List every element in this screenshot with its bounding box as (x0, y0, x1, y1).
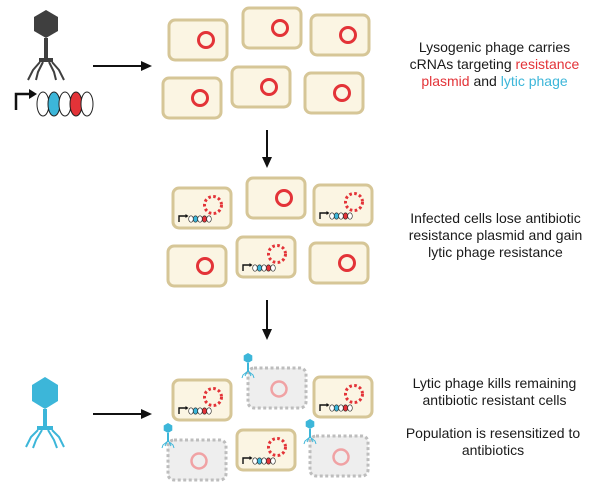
caption-step2: Infected cells lose antibiotic resistanc… (388, 210, 603, 261)
lytic-phage-label: lytic phage (500, 73, 568, 89)
cell-cluster-final (161, 352, 374, 482)
promoter-arrow-icon (14, 89, 37, 110)
caption-line: antibiotics (461, 442, 525, 458)
caption-step1: Lysogenic phage carries cRNAs targeting … (392, 39, 597, 90)
arrow-right-icon (93, 61, 152, 71)
caption-line: Lytic phage kills remaining (412, 375, 577, 391)
dead-cell-icon (308, 434, 370, 478)
bacterial-cell-icon (241, 6, 303, 50)
caption-line: cRNAs targeting resistance (409, 56, 580, 72)
caption-line: Lysogenic phage carries (418, 39, 571, 55)
bacterial-cell-icon (309, 13, 371, 57)
resistance-label: resistance (515, 56, 580, 72)
lysogenic-phage-icon (27, 10, 65, 81)
bacterial-cell-icon (303, 71, 365, 115)
bacterial-cell-icon (167, 18, 229, 62)
cell-cluster-initial (161, 6, 371, 120)
caption-line: resistance plasmid and gain (408, 227, 583, 243)
arrow-down-icon (262, 300, 272, 340)
bacterial-cell-icon (235, 428, 297, 472)
bacterial-cell-icon (166, 244, 228, 288)
bacterial-cell-icon (171, 186, 233, 230)
bacterial-cell-icon (161, 76, 223, 120)
bacterial-cell-icon (235, 235, 297, 279)
bacterial-cell-icon (245, 176, 307, 220)
caption-line: plasmid and lytic phage (421, 73, 568, 89)
caption-step4: Population is resensitized to antibiotic… (388, 425, 598, 459)
bacterial-cell-icon (171, 378, 233, 422)
arrow-down-icon (262, 130, 272, 168)
dead-cell-icon (246, 366, 308, 410)
bacterial-cell-icon (308, 241, 370, 285)
caption-line: Population is resensitized to (405, 425, 581, 441)
dead-cell-icon (166, 438, 228, 482)
caption-line: Infected cells lose antibiotic (410, 210, 581, 226)
bacterial-cell-icon (312, 183, 374, 227)
plasmid-label: plasmid (421, 73, 470, 89)
bacterial-cell-icon (312, 375, 374, 419)
crispr-array-icon (14, 89, 94, 117)
lytic-phage-icon (25, 377, 65, 449)
arrow-right-icon (93, 409, 152, 419)
caption-line: lytic phage resistance (428, 244, 563, 260)
caption-line: antibiotic resistant cells (422, 392, 567, 408)
cell-cluster-infected (166, 176, 374, 288)
bacterial-cell-icon (230, 65, 292, 109)
caption-step3: Lytic phage kills remaining antibiotic r… (392, 375, 597, 409)
